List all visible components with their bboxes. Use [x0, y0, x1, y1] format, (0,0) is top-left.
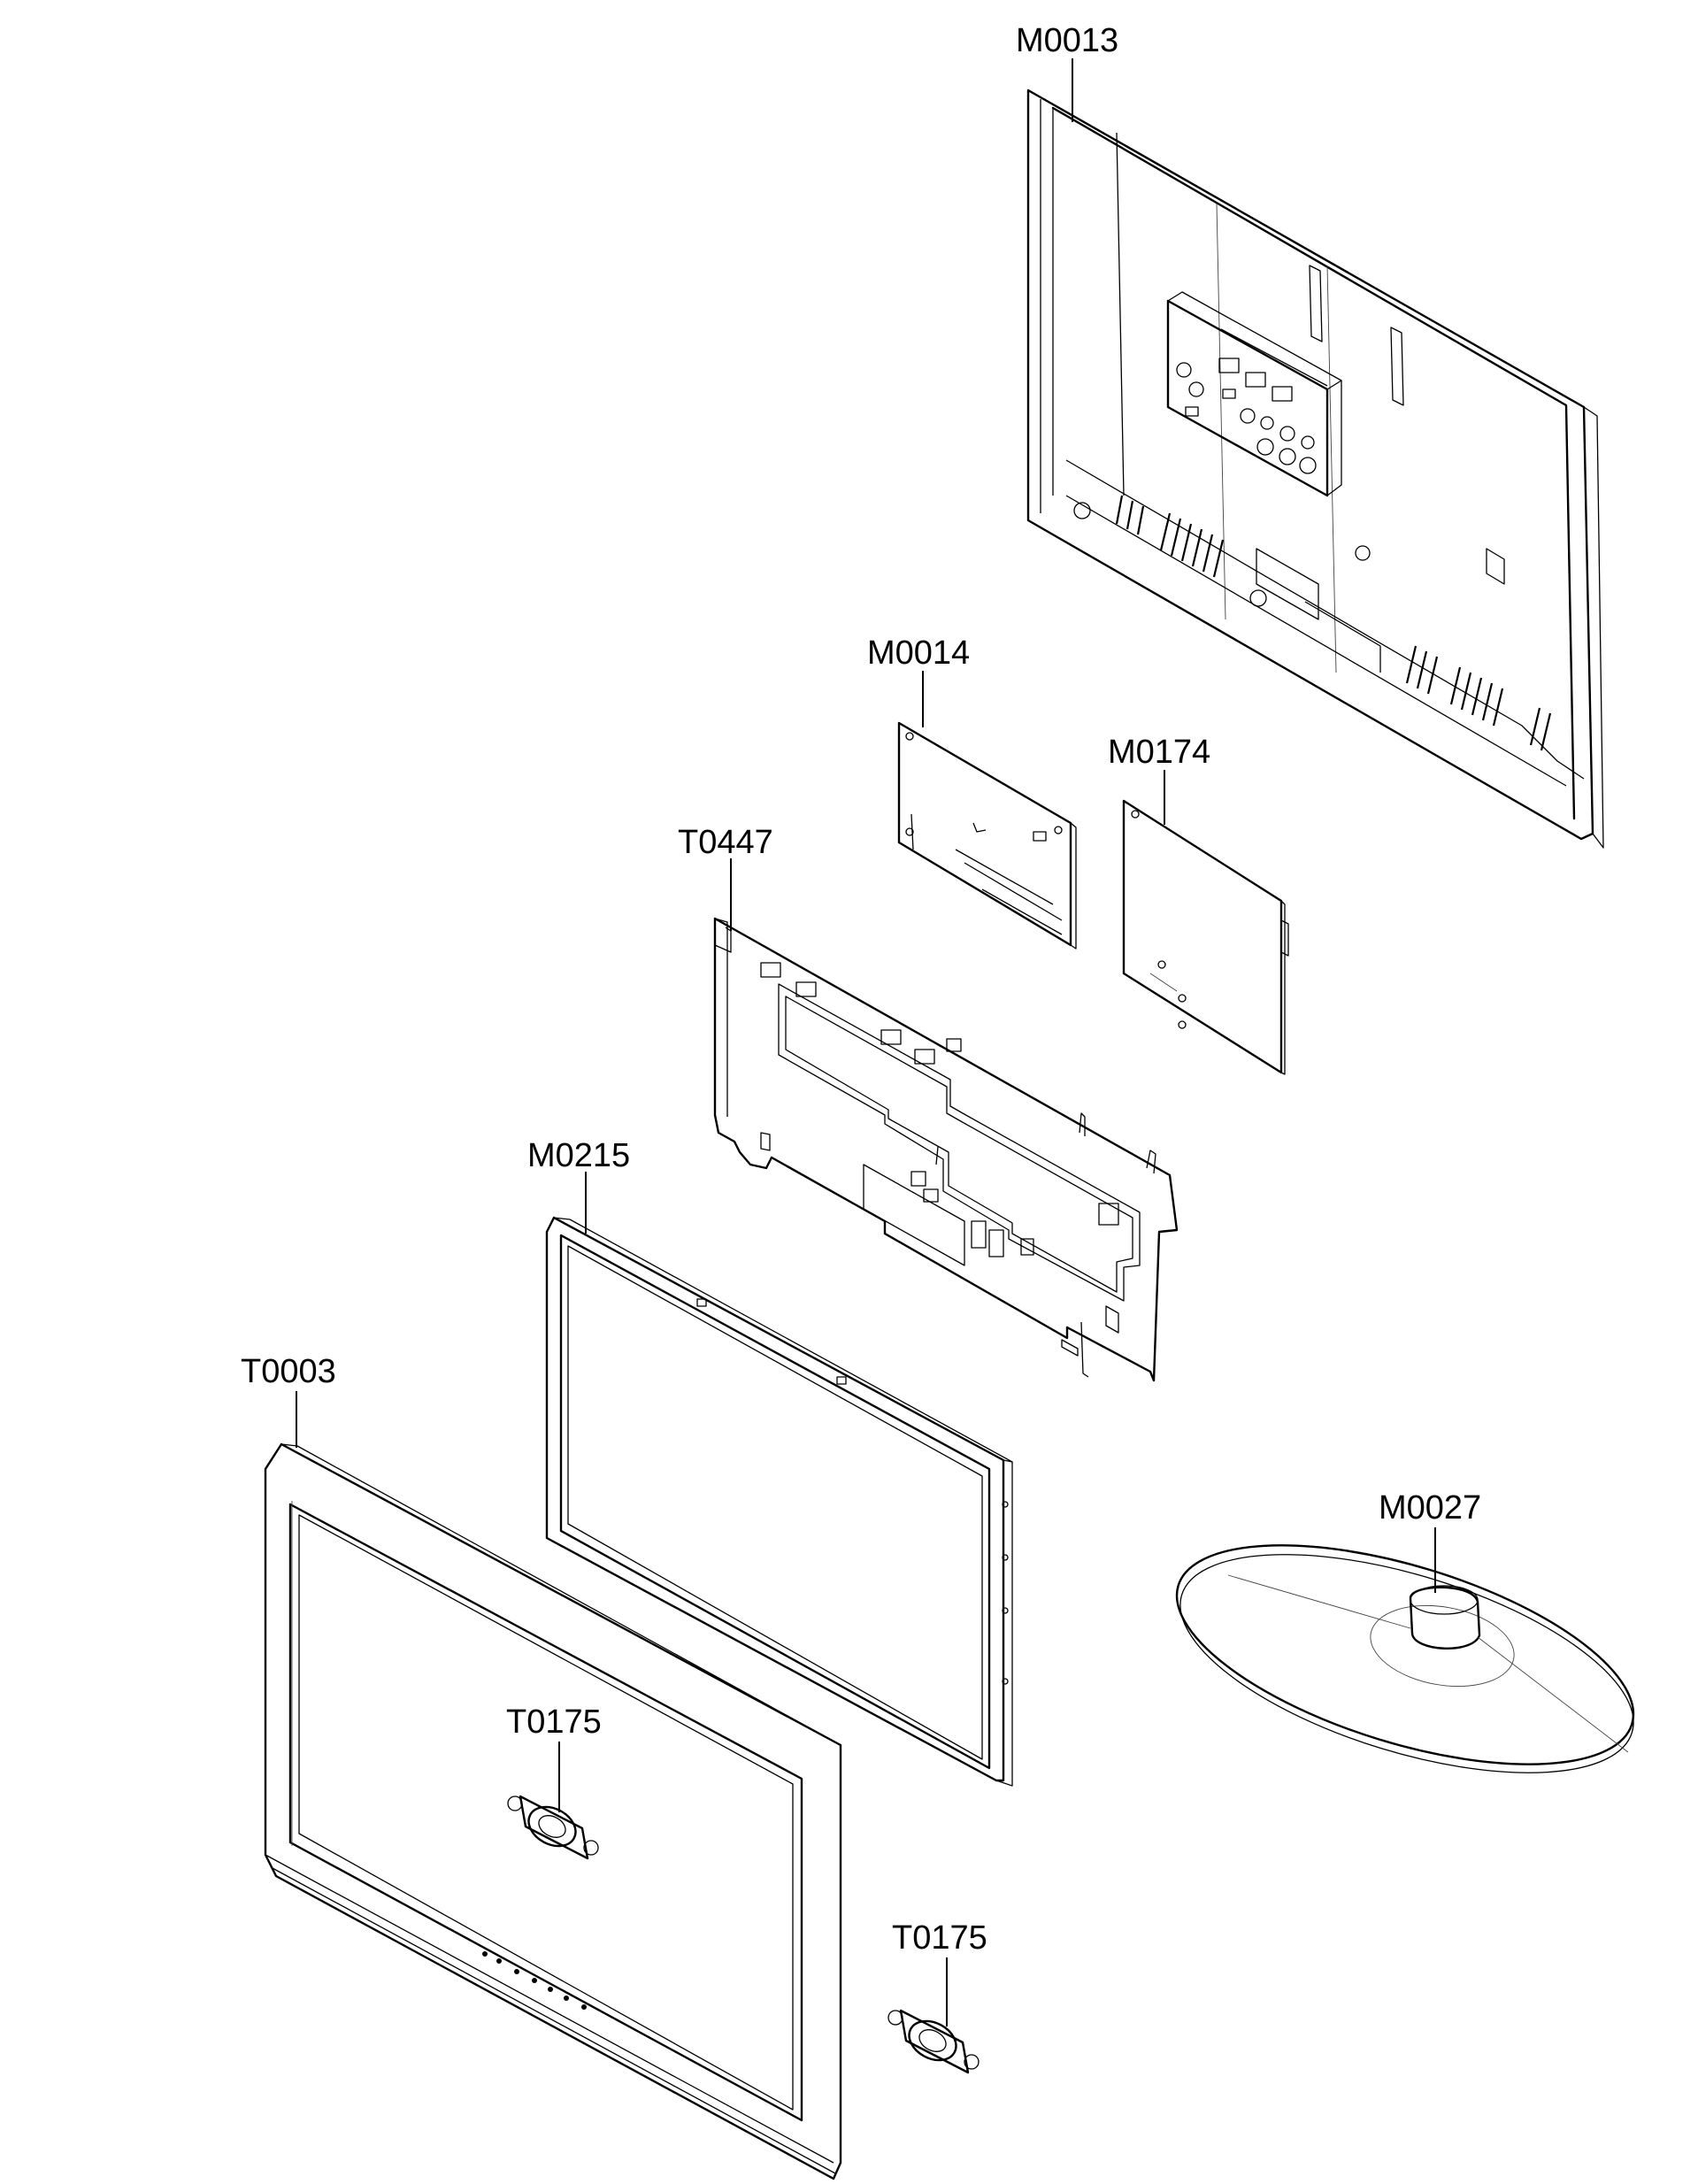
label-main-board: M0014 [867, 634, 970, 672]
front-bezel [264, 1442, 842, 2180]
label-front-bezel: T0003 [241, 1353, 336, 1390]
label-stand-base: M0027 [1379, 1489, 1481, 1526]
power-board [1122, 799, 1289, 1075]
vent-group-left [1115, 495, 1225, 578]
speaker-right [887, 2009, 980, 2074]
vent-group-right [1405, 645, 1552, 751]
stand-base [1175, 1544, 1635, 1773]
rear-cover [1026, 88, 1604, 849]
label-rear-cover: M0013 [1016, 22, 1118, 59]
label-power-board: M0174 [1108, 734, 1210, 771]
speaker-left [507, 1795, 599, 1860]
label-speaker-right: T0175 [892, 1919, 987, 1957]
bracket-frame [713, 917, 1179, 1382]
lcd-panel [545, 1216, 1013, 1787]
label-bracket-frame: T0447 [678, 824, 773, 861]
main-board [897, 721, 1077, 950]
label-lcd-panel: M0215 [527, 1137, 630, 1174]
label-speaker-left: T0175 [506, 1703, 602, 1741]
